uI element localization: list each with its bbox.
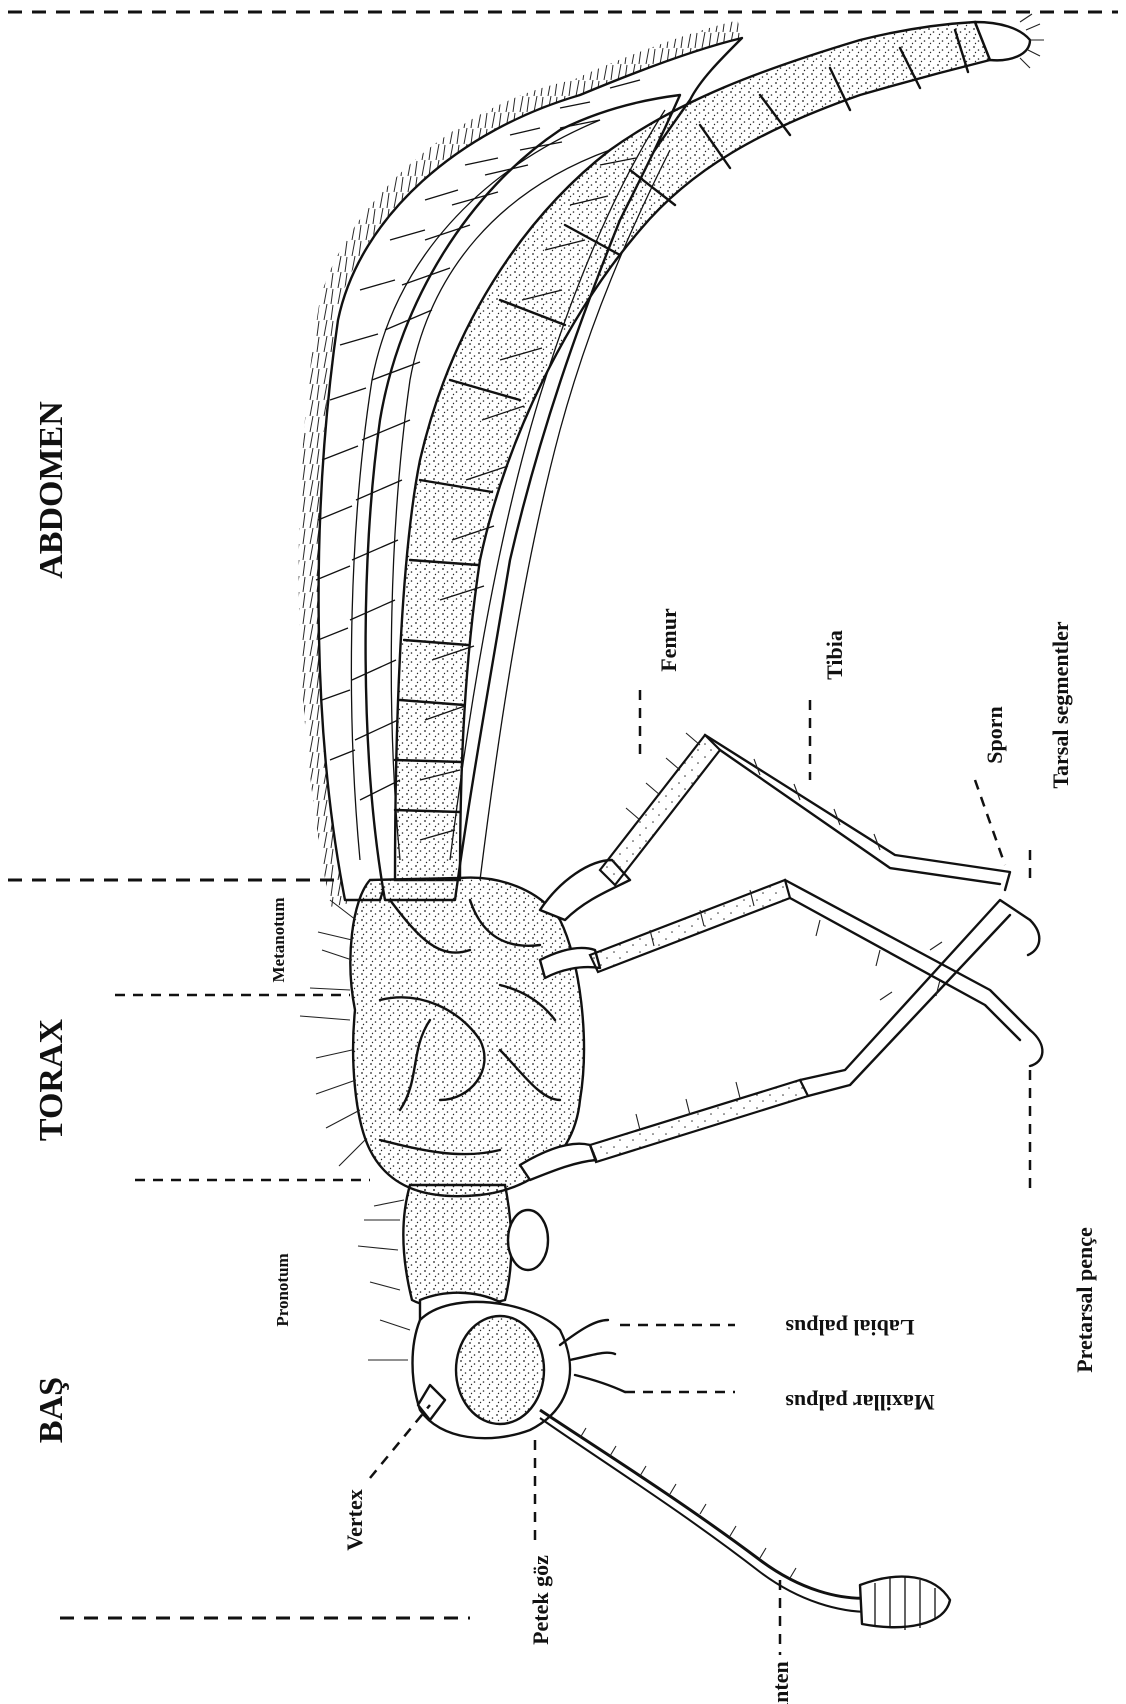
legs <box>520 733 1042 1180</box>
label-maxillar-palpus: Maxillar palpus <box>785 1390 935 1415</box>
compound-eye-shape <box>456 1316 544 1424</box>
label-tibia: Tibia <box>822 630 847 680</box>
label-torax: TORAX <box>33 1018 70 1141</box>
pronotum-shape <box>403 1185 511 1308</box>
label-vertex: Vertex <box>342 1489 367 1551</box>
label-abdomen: ABDOMEN <box>33 401 70 579</box>
label-tarsal-segmentler: Tarsal segmentler <box>1048 621 1073 788</box>
label-femur: Femur <box>656 608 681 672</box>
sporn-leader <box>975 780 1005 865</box>
label-sporn: Sporn <box>982 706 1007 763</box>
label-bas: BAŞ <box>33 1377 70 1443</box>
label-pretarsal-pence: Pretarsal pençe <box>1072 1227 1097 1373</box>
label-pronotum: Pronotum <box>273 1253 292 1326</box>
femur-shape <box>600 735 720 885</box>
antenna <box>540 1410 950 1630</box>
lacewing-illustration <box>300 14 1044 1630</box>
label-anten: Anten <box>768 1661 793 1704</box>
thorax-body <box>300 878 584 1197</box>
vertex-leader <box>370 1405 430 1478</box>
head-and-pronotum <box>358 1185 625 1438</box>
label-metanotum: Metanotum <box>269 898 288 983</box>
leader-lines <box>115 690 1030 1655</box>
label-petek-goz: Petek göz <box>528 1555 553 1645</box>
coxa-shape <box>508 1210 548 1270</box>
label-labial-palpus: Labial palpus <box>785 1315 914 1340</box>
